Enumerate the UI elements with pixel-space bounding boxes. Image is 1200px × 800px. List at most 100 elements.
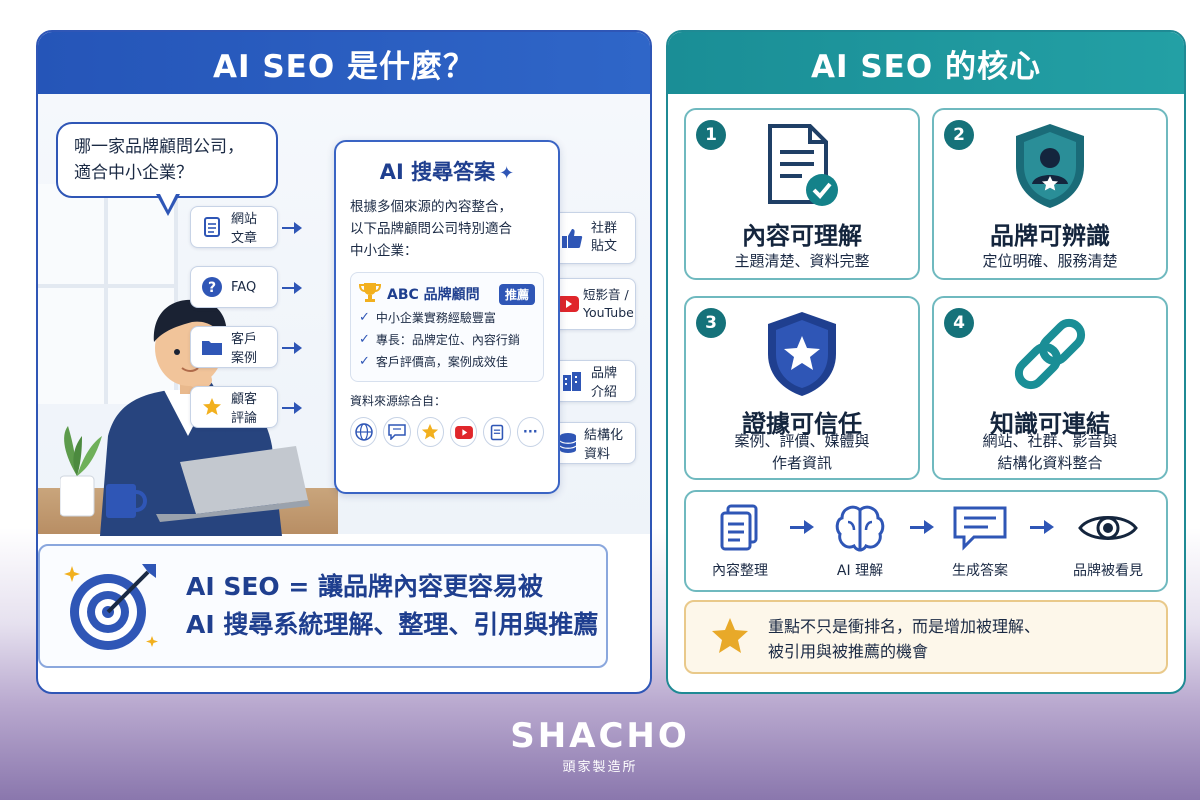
chain-link-icon: [934, 308, 1166, 400]
check-icon: ✓: [359, 354, 370, 369]
summary-line-1: AI SEO = 讓品牌內容更容易被: [186, 572, 544, 601]
flow-step: 內容整理: [690, 502, 790, 580]
card-subtitle-line: 作者資訊: [771, 454, 832, 472]
card-title: 知識可連結: [990, 410, 1110, 438]
answer-desc-line: 中小企業：: [350, 243, 418, 259]
card-title: 內容可理解: [742, 222, 862, 250]
source-reviews: 顧客評論: [190, 386, 278, 428]
core-card-connectable: 4 知識可連結 網站、社群、影音與 結構化資料整合: [932, 296, 1168, 480]
source-label: 網站文章: [231, 212, 258, 246]
card-title: 品牌可辨識: [990, 222, 1110, 250]
answer-desc-line: 以下品牌顧問公司特別適合: [350, 221, 512, 237]
plant-icon: [60, 426, 102, 517]
recommendation-header: ABC 品牌顧問 推薦: [358, 281, 535, 307]
source-label: 短影音 /: [583, 287, 629, 302]
source-social-posts: 社群 貼文: [550, 212, 636, 264]
more-icon: ···: [516, 417, 544, 447]
rec-item-text: 中小企業實務經驗豐富: [375, 311, 496, 325]
summary-text: AI SEO = 讓品牌內容更容易被 AI 搜尋系統理解、整理、引用與推薦: [186, 568, 598, 644]
bubble-tail: [156, 192, 180, 216]
answer-title-text: AI 搜尋答案: [379, 160, 496, 184]
source-label: 貼文: [591, 239, 618, 254]
flow-arrow: [790, 520, 814, 534]
flow-arrow: [1030, 520, 1054, 534]
youtube-icon: [449, 417, 478, 447]
note-text: 重點不只是衝排名，而是增加被理解、 被引用與被推薦的機會: [768, 614, 1040, 664]
arrow-right: [282, 342, 302, 354]
core-card-understandable: 1 內容可理解 主題清楚、資料完整: [684, 108, 920, 280]
note-line-2: 被引用與被推薦的機會: [768, 642, 929, 661]
card-subtitle: 主題清楚、資料完整: [734, 252, 870, 270]
brand-footer: SHACHO 頭家製造所: [0, 716, 1200, 775]
card-number: 3: [696, 308, 726, 338]
flow-step: AI 理解: [810, 502, 910, 580]
source-label: 顧客評論: [231, 392, 258, 426]
flow-arrow: [910, 520, 934, 534]
card-number: 1: [696, 120, 726, 150]
right-panel-title: AI SEO 的核心: [668, 32, 1184, 94]
folder-icon: [201, 336, 223, 358]
chat-icon: [383, 417, 411, 447]
rec-item: ✓ 中小企業實務經驗豐富: [359, 307, 535, 329]
arrow-right: [282, 222, 302, 234]
process-flow: 內容整理 AI 理解 生成答案 品牌被看見: [684, 490, 1168, 592]
youtube-icon: [557, 293, 579, 315]
source-faq: ? FAQ: [190, 266, 278, 308]
source-short-video: 短影音 / YouTube: [550, 278, 636, 330]
source-label: 社群: [591, 221, 618, 236]
flow-label: AI 理解: [836, 563, 884, 579]
question-icon: ?: [201, 276, 223, 298]
documents-icon: [690, 502, 790, 554]
question-bubble: 哪一家品牌顧問公司， 適合中小企業？: [56, 122, 278, 198]
question-line-1: 哪一家品牌顧問公司，: [74, 137, 244, 157]
question-line-2: 適合中小企業？: [74, 163, 193, 183]
shield-star-icon: [686, 308, 918, 400]
mug-icon: [106, 484, 147, 518]
check-icon: ✓: [359, 332, 370, 347]
ai-answer-card: AI 搜尋答案✦ 根據多個來源的內容整合， 以下品牌顧問公司特別適合 中小企業：…: [334, 140, 560, 494]
rec-item-text: 專長：品牌定位、內容行銷: [375, 333, 520, 347]
rec-item-text: 客戶評價高，案例成效佳: [375, 355, 508, 369]
building-icon: [561, 370, 583, 392]
flow-label: 內容整理: [712, 563, 768, 579]
document-icon: [483, 417, 511, 447]
card-subtitle: 網站、社群、影音與 結構化資料整合: [934, 430, 1166, 474]
source-icon-row: ···: [350, 417, 544, 447]
answer-description: 根據多個來源的內容整合， 以下品牌顧問公司特別適合 中小企業：: [350, 196, 544, 262]
source-label: 結構化資料: [584, 428, 624, 462]
star-icon: [201, 396, 223, 418]
flow-label: 品牌被看見: [1073, 563, 1143, 579]
arrow-right: [282, 402, 302, 414]
brand-name: SHACHO: [510, 716, 690, 756]
star-icon: [416, 417, 444, 447]
answer-desc-line: 根據多個來源的內容整合，: [350, 199, 512, 215]
card-number: 2: [944, 120, 974, 150]
shield-person-icon: [934, 120, 1166, 212]
card-subtitle: 定位明確、服務清楚: [982, 252, 1118, 270]
card-subtitle: 案例、評價、媒體與 作者資訊: [686, 430, 918, 474]
flow-step: 品牌被看見: [1058, 502, 1158, 580]
document-icon: [201, 216, 223, 238]
globe-icon: [350, 417, 378, 447]
sparkle-icon: ✦: [499, 163, 515, 184]
source-label: FAQ: [231, 279, 257, 295]
flow-label: 生成答案: [952, 563, 1008, 579]
left-panel: AI SEO 是什麼？: [36, 30, 652, 694]
core-card-trustworthy: 3 證據可信任 案例、評價、媒體與 作者資訊: [684, 296, 920, 480]
right-panel: AI SEO 的核心 1 內容可理解 主題清楚、資料完整 2: [666, 30, 1186, 694]
brain-icon: [810, 502, 910, 554]
card-subtitle-line: 網站、社群、影音與: [982, 432, 1118, 450]
summary-section: AI SEO = 讓品牌內容更容易被 AI 搜尋系統理解、整理、引用與推薦: [38, 544, 650, 668]
source-label: 客戶案例: [231, 332, 258, 366]
summary-line-2: AI 搜尋系統理解、整理、引用與推薦: [186, 610, 599, 639]
star-icon: [712, 618, 748, 653]
summary-box: AI SEO = 讓品牌內容更容易被 AI 搜尋系統理解、整理、引用與推薦: [38, 544, 608, 668]
arrow-right: [282, 282, 302, 294]
source-client-cases: 客戶案例: [190, 326, 278, 368]
check-icon: ✓: [359, 310, 370, 325]
brand-tagline: 頭家製造所: [562, 760, 638, 775]
target-icon: [64, 564, 158, 650]
window-background: [38, 184, 178, 404]
source-label: 品牌介紹: [591, 366, 618, 400]
source-label: YouTube: [583, 305, 634, 320]
